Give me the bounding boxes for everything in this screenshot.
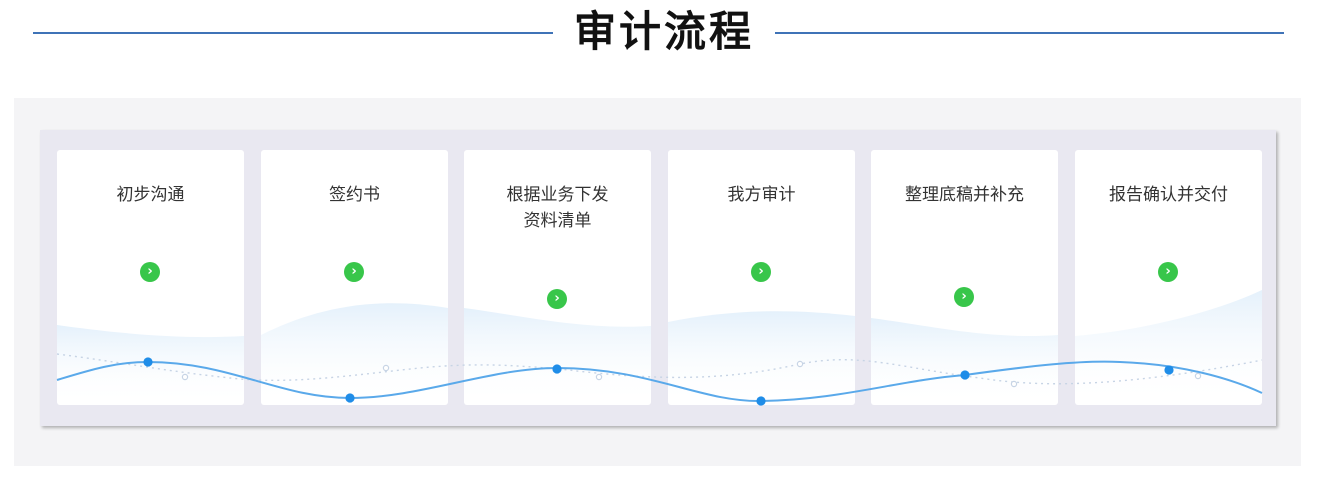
step-label: 初步沟通: [116, 185, 185, 205]
chevron-right-icon[interactable]: ›: [1158, 262, 1178, 282]
step-label: 签约书: [329, 185, 380, 205]
step-card-4: 我方审计 ›: [668, 150, 855, 405]
step-label: 我方审计: [727, 185, 796, 205]
step-card-1: 初步沟通 ›: [57, 150, 244, 405]
step-label: 报告确认并交付: [1109, 185, 1228, 205]
chevron-right-icon[interactable]: ›: [344, 262, 364, 282]
step-card-2: 签约书 ›: [261, 150, 448, 405]
chevron-right-icon[interactable]: ›: [140, 262, 160, 282]
step-card-6: 报告确认并交付 ›: [1075, 150, 1262, 405]
header-rule-right: [775, 32, 1284, 34]
page-header: 审计流程: [0, 0, 1317, 66]
chevron-right-icon[interactable]: ›: [751, 262, 771, 282]
page-title: 审计流程: [573, 7, 754, 56]
chevron-right-icon[interactable]: ›: [547, 289, 567, 309]
chevron-right-icon[interactable]: ›: [954, 287, 974, 307]
header-rule-left: [33, 32, 553, 34]
step-label: 根据业务下发 资料清单: [506, 185, 609, 231]
step-card-3: 根据业务下发 资料清单 ›: [464, 150, 651, 405]
step-label: 整理底稿并补充: [905, 185, 1024, 205]
step-card-5: 整理底稿并补充 ›: [871, 150, 1058, 405]
